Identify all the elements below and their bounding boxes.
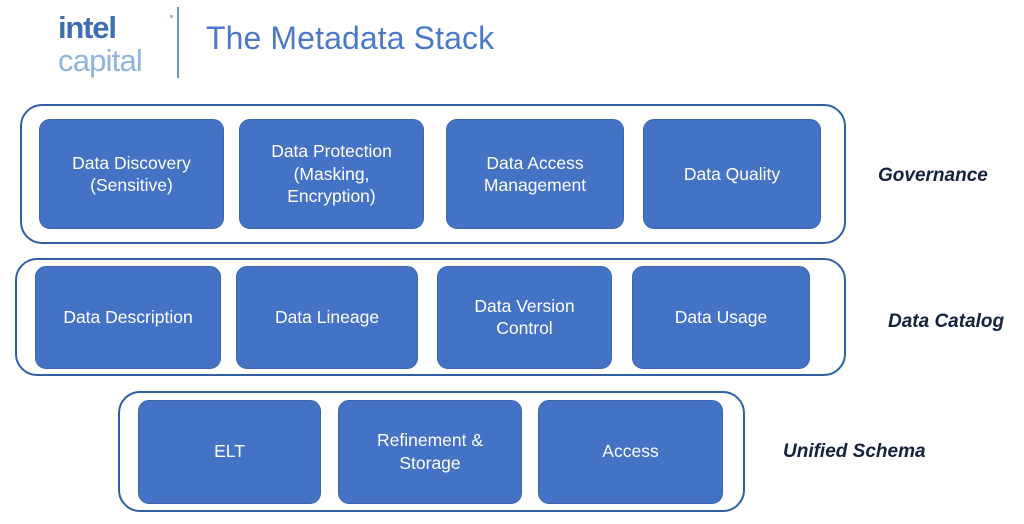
header-divider [177, 7, 179, 78]
stack-layer-unified-schema: ELT Refinement & Storage Access [118, 391, 745, 512]
stack-item-data-description[interactable]: Data Description [35, 265, 221, 369]
stack-layer-governance-items: Data Discovery (Sensitive) Data Protecti… [22, 106, 844, 242]
logo-capital-wordmark: capital [58, 43, 143, 78]
stack-item-data-usage[interactable]: Data Usage [632, 265, 810, 369]
stack-item-data-protection[interactable]: Data Protection (Masking, Encryption) [239, 119, 424, 229]
stack-item-data-lineage[interactable]: Data Lineage [236, 265, 418, 369]
stack-layer-governance: Data Discovery (Sensitive) Data Protecti… [20, 104, 846, 244]
page-header: intel capital The Metadata Stack [0, 0, 1024, 96]
stack-item-refinement-storage[interactable]: Refinement & Storage [338, 399, 522, 504]
stack-item-data-access-management[interactable]: Data Access Management [446, 119, 624, 229]
stack-layer-data-catalog: Data Description Data Lineage Data Versi… [15, 258, 846, 376]
stack-item-access[interactable]: Access [538, 399, 723, 504]
stack-item-data-version-control[interactable]: Data Version Control [437, 265, 612, 369]
stack-layer-data-catalog-items: Data Description Data Lineage Data Versi… [17, 260, 844, 374]
stack-layer-label-data-catalog: Data Catalog [888, 311, 1005, 332]
stack-layer-unified-schema-items: ELT Refinement & Storage Access [120, 393, 743, 510]
logo-intel-wordmark: intel [58, 12, 173, 43]
stack-layer-label-governance: Governance [878, 165, 988, 186]
stack-item-data-discovery[interactable]: Data Discovery (Sensitive) [39, 119, 224, 229]
page-title: The Metadata Stack [206, 20, 495, 56]
stack-layer-label-unified-schema: Unified Schema [783, 441, 926, 462]
intel-capital-logo: intel capital [58, 12, 173, 80]
stack-item-elt[interactable]: ELT [138, 399, 321, 504]
stack-item-data-quality[interactable]: Data Quality [643, 119, 821, 229]
